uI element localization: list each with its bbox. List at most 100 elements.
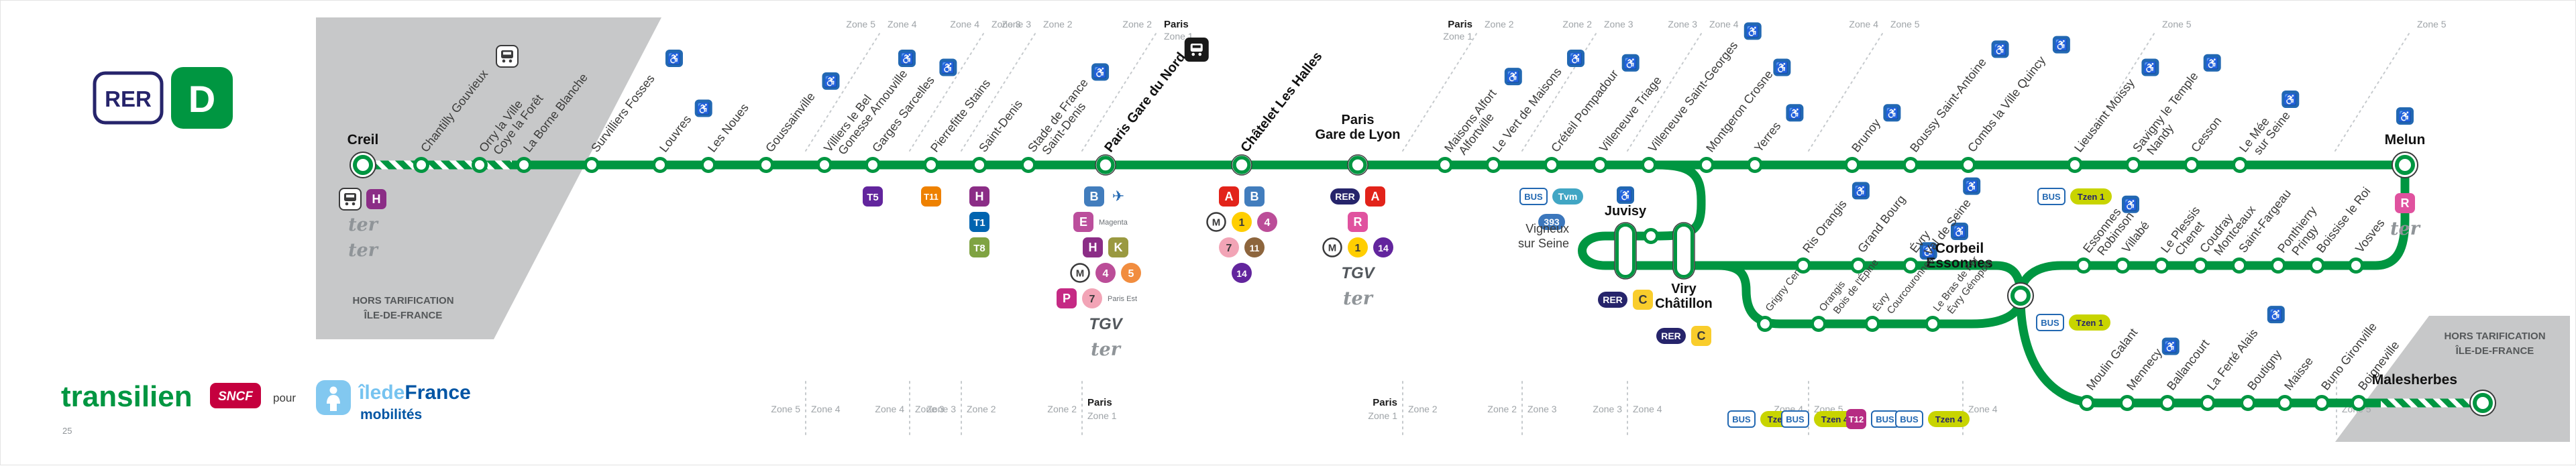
- wheel-icon: ♿: [939, 58, 957, 76]
- station-vigneux-sur-seine: [1643, 228, 1659, 244]
- b-icon: B: [1084, 186, 1104, 207]
- zone-label: Zone 2: [1408, 404, 1438, 414]
- label: Louvres: [657, 113, 694, 155]
- a-icon: A: [1365, 186, 1385, 207]
- wheel-icon: ♿: [1851, 182, 1870, 200]
- zone-label: Zone 4: [950, 19, 979, 30]
- label: RER: [1661, 331, 1681, 341]
- station-villeneuve-triage: [1592, 157, 1608, 173]
- label: ♿: [667, 52, 681, 65]
- tzen4-icon: Tzen 4: [1814, 411, 1856, 427]
- bus-icon: BUS: [1871, 410, 1899, 428]
- label: E: [1079, 215, 1087, 229]
- label: ♿: [1922, 245, 1935, 257]
- station-grigny-centre: [1757, 316, 1773, 332]
- station-stade-de-france-saint-denis: [1020, 157, 1036, 173]
- bus-icon: BUS: [1727, 410, 1756, 428]
- wheel-icon: ♿: [2282, 90, 2300, 108]
- label: A: [1225, 190, 1234, 203]
- station-juvisy: [1614, 222, 1637, 280]
- idfm-mobilites-label: mobilités: [360, 407, 422, 422]
- station-label-corbeil-essonnes: Essonnes: [1926, 255, 1992, 271]
- 393-icon: 393: [1538, 214, 1565, 230]
- label: R: [2401, 196, 2410, 210]
- label: ♿: [2143, 62, 2157, 74]
- m7-icon: 7: [1082, 288, 1102, 308]
- station-label-vigneux-sur-seine: sur Seine: [1518, 237, 1569, 250]
- zone-label: Zone 1: [1087, 410, 1117, 421]
- label: ♿: [2206, 57, 2219, 70]
- zone-boundary-line: [2080, 31, 2156, 152]
- label: ♿: [1953, 225, 1966, 238]
- ter-icon: ter: [1343, 288, 1374, 309]
- label: H: [1089, 241, 1097, 254]
- label: ♿: [1965, 180, 1978, 193]
- label: ♿: [1775, 62, 1788, 74]
- label: ter: [1091, 339, 1122, 360]
- label: 7: [1089, 294, 1095, 305]
- m14-icon: 14: [1232, 263, 1252, 283]
- label: K: [1114, 241, 1123, 254]
- label: RER: [1335, 191, 1355, 202]
- zone-label: Zone 3: [1527, 404, 1557, 414]
- station-label-boutigny: Boutigny: [2245, 347, 2284, 393]
- label: 1: [1355, 243, 1361, 254]
- t11-icon: T11: [921, 186, 941, 207]
- wheel-icon: ♿: [1617, 186, 1634, 204]
- zone-label: Zone 3: [991, 19, 1021, 30]
- bus-icon: BUS: [1781, 410, 1809, 428]
- zone-label: Zone 4: [1968, 404, 1998, 414]
- tgv-icon: TGV: [1341, 264, 1375, 282]
- zone-label: Zone 3: [1002, 19, 1031, 30]
- station-saint-fargeau: [2231, 257, 2247, 274]
- label: Cesson: [2188, 114, 2224, 154]
- station-garges-sarcelles: [865, 157, 881, 173]
- zone-label: Zone 3: [926, 404, 956, 414]
- mind-icon: M: [1206, 212, 1226, 232]
- label: ♿: [1994, 43, 2007, 56]
- zone-label: Zone 5: [2417, 19, 2447, 30]
- rertag-icon: RER: [1330, 188, 1360, 205]
- label: ♿: [1093, 66, 1107, 78]
- label: ter: [1343, 288, 1374, 309]
- station-le-mee: [2232, 157, 2248, 173]
- tzen1-icon: Tzen 1: [2069, 314, 2110, 331]
- label: BUS: [2042, 192, 2061, 202]
- station-yerres: [1747, 157, 1763, 173]
- rertag-icon: RER: [1598, 292, 1627, 308]
- h-icon: H: [1083, 237, 1103, 257]
- label: Maisse: [2282, 354, 2316, 392]
- station-evry-courcouronnes: [1864, 316, 1880, 332]
- paris-label: Paris: [1373, 397, 1397, 408]
- sncf-logo: [210, 383, 261, 408]
- station-paris-gare-de-lyon: [1347, 154, 1368, 176]
- line-d-badge: [171, 67, 233, 129]
- label: TGV: [1341, 264, 1375, 282]
- label: Tzen 4: [1935, 414, 1963, 424]
- zone-label: Zone 4: [1849, 19, 1878, 30]
- t8-icon: T8: [969, 237, 989, 257]
- c-icon: C: [1691, 326, 1711, 346]
- label: C: [1697, 329, 1706, 343]
- bus-icon: BUS: [1895, 410, 1923, 428]
- label: 7: [1226, 243, 1232, 254]
- label: 393: [1544, 217, 1560, 227]
- label: Lieusaint Moissy: [2072, 76, 2137, 155]
- station-essonnes-robinson: [2076, 257, 2092, 274]
- station-malesherbes: [2469, 390, 2496, 416]
- zone-boundary-line: [1402, 31, 1479, 152]
- zone-boundary-line: [909, 31, 985, 152]
- wheel-icon: ♿: [2122, 195, 2140, 213]
- r-icon: R: [2395, 193, 2415, 213]
- station-label-louvres: Louvres: [657, 113, 694, 155]
- label: ♿: [2124, 198, 2137, 211]
- station-cesson: [2184, 157, 2200, 173]
- label: ♿: [1624, 57, 1638, 70]
- paris-label: Paris: [1164, 19, 1189, 30]
- station-ris-orangis: [1795, 257, 1811, 274]
